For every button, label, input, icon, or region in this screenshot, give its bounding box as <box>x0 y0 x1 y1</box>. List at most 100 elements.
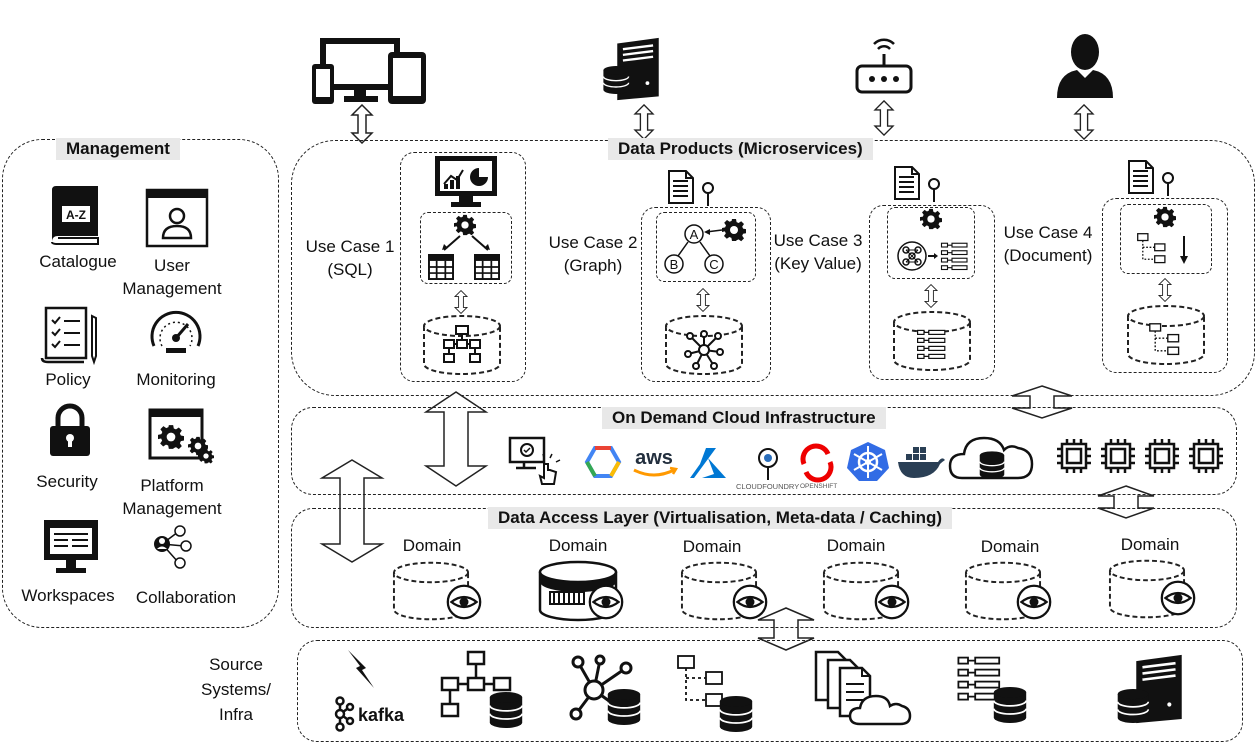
consumer-arrow-2 <box>634 104 654 140</box>
domain-eye-icon-2 <box>588 584 624 620</box>
platform-gears-icon <box>148 408 214 464</box>
domain-eye-icon-6 <box>1160 580 1196 616</box>
kafka-logo-icon: kafka <box>334 696 405 732</box>
use-case-4-card[interactable] <box>1102 198 1228 373</box>
use-case-3-inner-arrow <box>924 284 938 308</box>
domain-label-5: Domain <box>980 537 1040 556</box>
graph-node-c: C <box>709 257 718 272</box>
server-db-icon <box>1116 653 1184 725</box>
monitoring-label[interactable]: Monitoring <box>136 370 216 389</box>
cloud-database-icon <box>948 436 1034 480</box>
workspaces-label[interactable]: Workspaces <box>21 586 115 605</box>
domain-label-3: Domain <box>682 537 742 556</box>
graph-nodes-icon: A B C <box>664 219 746 274</box>
cpu-chip-icon-3 <box>1144 438 1180 474</box>
cloudfoundry-text: CLOUDFOUNDRY <box>736 482 799 491</box>
use-case-3-engine <box>887 207 975 279</box>
use-case-2-engine <box>656 212 756 282</box>
domain-eye-icon-5 <box>1016 584 1052 620</box>
data-products-title: Data Products (Microservices) <box>608 138 873 160</box>
source-systems-panel <box>297 640 1243 742</box>
graph-db-icon <box>569 654 642 726</box>
consumer-arrow-1 <box>351 104 373 144</box>
user-management-label[interactable]: User Management <box>122 256 222 298</box>
cpu-chip-icon-4 <box>1188 438 1224 474</box>
az-label: A-Z <box>66 208 86 222</box>
google-cloud-icon <box>584 446 622 478</box>
domain-eye-icon-3 <box>732 584 768 620</box>
domain-label-2: Domain <box>548 536 608 555</box>
devices-icon <box>312 38 426 104</box>
platform-management-label[interactable]: Platform Management <box>122 476 222 518</box>
products-to-access-arrow <box>423 391 489 487</box>
padlock-icon <box>50 403 90 456</box>
use-case-1-card[interactable] <box>400 152 526 382</box>
management-title: Management <box>56 138 180 160</box>
cloudfoundry-logo-icon: CLOUDFOUNDRY <box>736 448 799 491</box>
docker-logo-icon <box>898 447 945 478</box>
use-case-4-doc-icon <box>1128 160 1174 196</box>
domain-label-4: Domain <box>826 536 886 555</box>
cpu-chip-icon-1 <box>1056 438 1092 474</box>
kv-list-icon <box>916 329 946 359</box>
use-case-3-doc-icon <box>894 166 940 202</box>
kafka-text: kafka <box>358 705 405 725</box>
use-case-3-card[interactable] <box>869 205 995 380</box>
key-value-icon <box>897 208 968 271</box>
use-case-1-engine <box>420 212 512 284</box>
tree-db-icon <box>677 655 754 733</box>
domain-eye-icon-4 <box>874 584 910 620</box>
policy-label[interactable]: Policy <box>45 370 91 389</box>
lightning-icon <box>348 650 374 688</box>
use-case-2-card[interactable] <box>641 207 771 382</box>
security-label[interactable]: Security <box>36 472 98 491</box>
use-case-2-doc-icon <box>668 170 714 206</box>
use-case-4-inner-arrow <box>1158 278 1172 302</box>
use-case-4-engine <box>1120 204 1212 274</box>
access-to-sources-arrow <box>757 607 815 651</box>
data-access-title: Data Access Layer (Virtualisation, Meta-… <box>488 507 953 529</box>
cpu-chip-icon-2 <box>1100 438 1136 474</box>
documents-cloud-icon <box>814 650 912 726</box>
policy-document-icon <box>40 306 97 366</box>
openshift-text: OPENSHIFT <box>800 483 837 490</box>
catalogue-book-icon: A-Z <box>51 186 99 245</box>
graph-node-a: A <box>690 227 699 242</box>
use-case-2-inner-arrow <box>696 288 710 312</box>
aws-logo-icon: aws <box>633 447 679 477</box>
use-case-4-label: Use Case 4 (Document) <box>1003 223 1093 265</box>
azure-logo-icon <box>690 448 726 478</box>
use-case-2-label: Use Case 2 (Graph) <box>548 233 638 275</box>
workspace-monitor-icon <box>44 520 98 573</box>
catalogue-label[interactable]: Catalogue <box>39 252 117 271</box>
cloud-infra-title: On Demand Cloud Infrastructure <box>602 407 886 429</box>
network-graph-icon <box>684 330 724 370</box>
self-service-icon <box>508 436 561 485</box>
sql-tables-icon <box>428 214 500 280</box>
flowchart-icon <box>443 325 481 363</box>
consumer-arrow-3 <box>874 100 894 136</box>
use-case-1-inner-arrow <box>454 290 468 314</box>
source-systems-label: Source Systems/ Infra <box>201 655 271 724</box>
user-profile-icon <box>145 188 209 248</box>
consumer-arrow-4 <box>1074 104 1094 140</box>
products-to-cloud-arrow <box>1011 385 1073 419</box>
collaboration-label[interactable]: Collaboration <box>135 588 237 607</box>
management-to-access-arrow <box>319 459 385 563</box>
kv-db-icon <box>957 656 1028 724</box>
dashboard-monitor-icon <box>435 156 497 207</box>
graph-node-b: B <box>670 257 679 272</box>
kubernetes-logo-icon <box>847 442 889 481</box>
use-case-1-label: Use Case 1 (SQL) <box>305 237 395 279</box>
server-database-icon <box>602 36 660 102</box>
domain-label-1: Domain <box>402 536 462 555</box>
document-tree-icon <box>1137 206 1188 264</box>
tree-icon <box>1149 323 1180 356</box>
openshift-logo-icon: OPENSHIFT <box>800 443 837 490</box>
domain-label-6: Domain <box>1120 535 1180 554</box>
domain-eye-icon-1 <box>446 584 482 620</box>
gauge-icon <box>150 310 202 353</box>
aws-text: aws <box>635 447 673 469</box>
router-icon <box>855 38 913 94</box>
flowchart-db-icon <box>440 650 524 729</box>
